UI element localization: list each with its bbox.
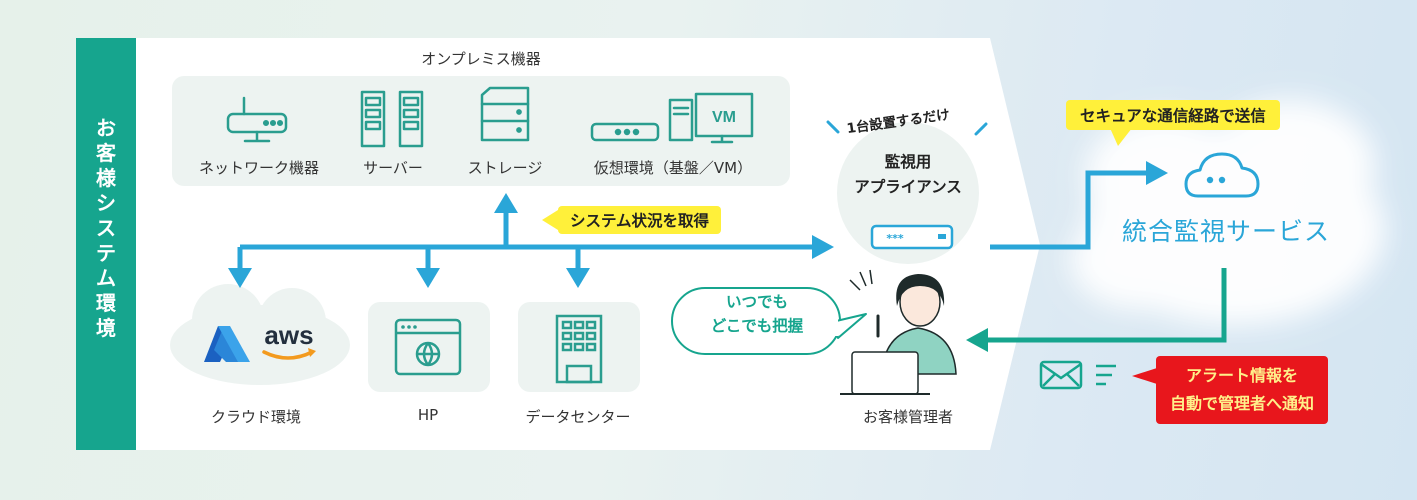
arrowheads (228, 161, 1168, 288)
onprem-title: オンプレミス機器 (421, 50, 541, 68)
notification-lines-icon (1096, 364, 1116, 386)
virtual-env-label: 仮想環境（基盤／VM） (593, 159, 753, 177)
azure-logo (204, 326, 250, 362)
server-label: サーバー (363, 159, 423, 177)
secure-send-pointer (1110, 128, 1132, 146)
building-icon (555, 314, 603, 384)
browser-icon (394, 318, 462, 376)
server-icon (360, 90, 424, 148)
alert-pointer (1132, 368, 1157, 384)
datacenter-label: データセンター (525, 408, 631, 426)
appliance-device-icon (870, 224, 954, 250)
speech-bubble (671, 287, 867, 355)
get-status-callout: システム状況を取得 (558, 206, 722, 234)
network-device-icon (226, 96, 288, 143)
vm-text: VM (712, 109, 736, 126)
admin-person-icon (840, 269, 957, 395)
notify-arrow (966, 268, 1227, 352)
storage-icon (480, 86, 530, 142)
get-status-pointer (542, 210, 558, 230)
connectors (237, 170, 1148, 270)
aws-logo-text: aws (264, 320, 313, 350)
customer-env-label: お 客 様 シ ス テ ム 環 境 (96, 116, 116, 340)
cloud-env-label: クラウド環境 (210, 408, 302, 426)
hp-label: HP (417, 406, 439, 424)
mail-icon (1039, 360, 1083, 390)
appliance-device-text: *** (886, 232, 904, 245)
service-cloud (1070, 100, 1385, 325)
secure-send-callout: セキュアな通信経路で送信 (1066, 100, 1280, 130)
service-name: 統合監視サービス (1122, 217, 1331, 246)
network-device-label: ネットワーク機器 (198, 159, 320, 177)
cloud-env-shape (170, 284, 350, 385)
aws-smile-icon (262, 350, 314, 360)
virtual-env-icon (590, 92, 754, 144)
storage-label: ストレージ (467, 159, 543, 177)
datacenter-box (518, 302, 640, 392)
service-logo-icon (1184, 152, 1260, 198)
alert-callout: アラート情報を 自動で管理者へ通知 (1156, 356, 1329, 424)
appliance-label: 監視用 アプライアンス (854, 153, 962, 196)
anytime-callout: いつでも どこでも把握 (710, 293, 804, 335)
admin-label: お客様管理者 (862, 408, 954, 426)
customer-env-sidebar: お 客 様 シ ス テ ム 環 境 (76, 38, 136, 450)
accent-ticks (826, 120, 988, 136)
